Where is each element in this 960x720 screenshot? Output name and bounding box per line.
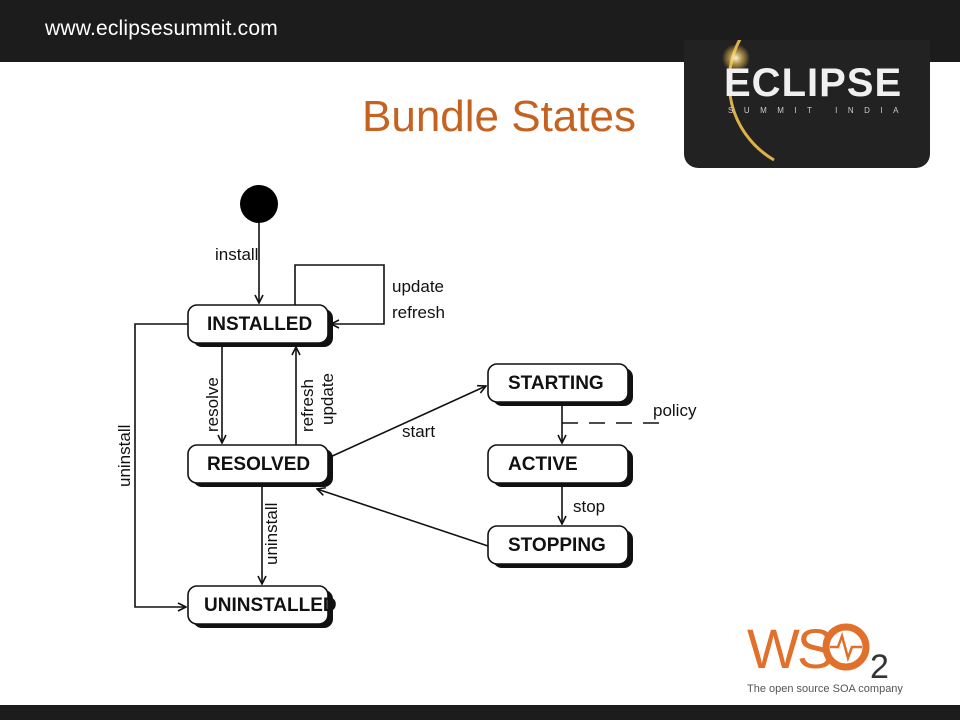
edge-start <box>327 386 486 459</box>
label-uninstall-mid: uninstall <box>262 503 281 565</box>
footer-bar <box>0 705 960 720</box>
label-policy: policy <box>653 401 697 420</box>
slide-title: Bundle States <box>362 92 636 141</box>
state-resolved-label: RESOLVED <box>207 454 310 475</box>
state-uninstalled: UNINSTALLED <box>187 585 337 628</box>
label-uninstall-left: uninstall <box>115 425 134 487</box>
eclipse-summit-logo: ECLIPSE SUMMIT INDIA <box>684 40 930 168</box>
state-active-label: ACTIVE <box>508 454 578 475</box>
header-bar: www.eclipsesummit.com <box>0 0 960 62</box>
wso2-logo-ws: WS <box>747 617 832 680</box>
initial-state <box>240 185 278 223</box>
state-resolved: RESOLVED <box>187 444 333 487</box>
wso2-logo-2: 2 <box>870 648 889 686</box>
eclipse-logo-subtitle: SUMMIT INDIA <box>728 106 909 115</box>
state-installed-label: INSTALLED <box>207 314 312 335</box>
label-update-vertical: update <box>318 373 337 425</box>
eclipse-arc <box>727 40 775 162</box>
wso2-logo: WS 2 The open source SOA company <box>747 617 903 695</box>
wso2-logo-o-ring <box>822 623 870 671</box>
wso2-tagline: The open source SOA company <box>747 683 903 695</box>
state-installed: INSTALLED <box>187 304 333 347</box>
state-stopping: STOPPING <box>487 525 633 568</box>
eclipse-flare <box>722 44 750 72</box>
label-refresh-vertical: refresh <box>298 379 317 432</box>
label-update: update <box>392 277 444 296</box>
label-stop: stop <box>573 497 605 516</box>
state-stopping-label: STOPPING <box>508 535 606 556</box>
edge-uninstall-left <box>134 323 188 607</box>
wso2-pulse-icon <box>830 631 862 663</box>
edge-update-refresh-loop <box>294 264 385 324</box>
eclipse-logo-text: ECLIPSE <box>724 61 902 105</box>
label-install: install <box>215 245 258 264</box>
state-starting-label: STARTING <box>508 373 604 394</box>
label-refresh: refresh <box>392 303 445 322</box>
state-active: ACTIVE <box>487 444 633 487</box>
eclipse-logo-graphic: ECLIPSE SUMMIT INDIA <box>722 40 909 162</box>
site-url: www.eclipsesummit.com <box>45 17 278 40</box>
label-resolve: resolve <box>203 377 222 432</box>
state-starting: STARTING <box>487 363 633 406</box>
state-uninstalled-label: UNINSTALLED <box>204 595 337 616</box>
edge-stopping-resolved <box>317 489 489 547</box>
label-start: start <box>402 422 435 441</box>
